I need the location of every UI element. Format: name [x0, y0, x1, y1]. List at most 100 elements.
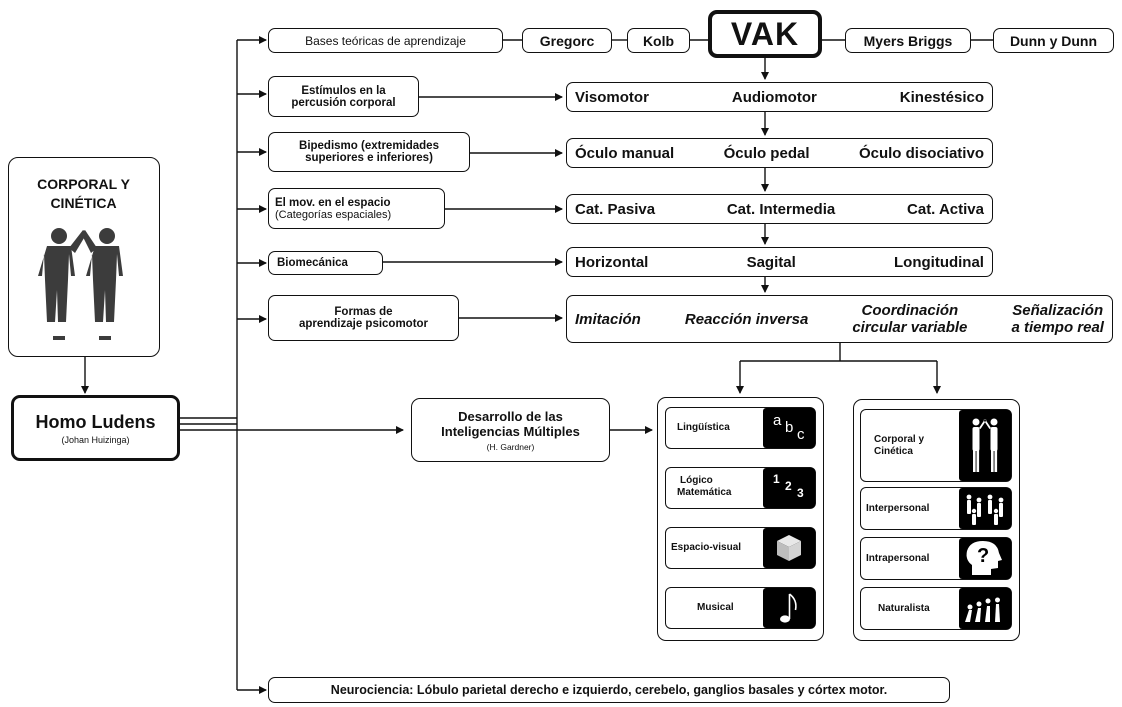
interpersonal-item: Interpersonal [860, 487, 1012, 530]
senalizacion-group: Señalización a tiempo real [1011, 302, 1104, 336]
bases-teoricas-box: Bases teóricas de aprendizaje [268, 28, 503, 53]
audiomotor-label: Audiomotor [731, 88, 817, 106]
coordinacion-line2: circular variable [852, 319, 968, 336]
logico-item: Lógico Matemática 1 2 3 [665, 467, 816, 509]
estimulos-line2: percusión corporal [291, 96, 396, 109]
abc-c: c [797, 426, 805, 443]
formas-box: Formas de aprendizaje psicomotor [268, 295, 459, 341]
myers-briggs-label: Myers Briggs [863, 32, 953, 49]
formas-line2: aprendizaje psicomotor [298, 318, 429, 330]
cube-icon [763, 528, 815, 568]
row-mov-espacio-output: Cat. Pasiva Cat. Intermedia Cat. Activa [566, 194, 993, 224]
gardner-line2: Inteligencias Múltiples [441, 423, 580, 439]
linguistica-item: Lingüística a b c [665, 407, 816, 449]
intrapersonal-item: Intrapersonal ? [860, 537, 1012, 580]
abc-a: a [773, 412, 782, 429]
cat-activa-label: Cat. Activa [907, 200, 984, 218]
oculo-pedal-label: Óculo pedal [723, 144, 810, 162]
biomecanica-box: Biomecánica [268, 251, 383, 275]
corporal-panel-title-line2: CINÉTICA [50, 195, 117, 211]
homo-ludens-box: Homo Ludens (Johan Huizinga) [11, 395, 180, 461]
bipedismo-line2: superiores e inferiores) [305, 152, 433, 164]
linguistica-label: Lingüística [677, 422, 730, 433]
cat-intermedia-label: Cat. Intermedia [726, 200, 836, 218]
kinestesico-label: Kinestésico [899, 88, 984, 106]
bipedismo-line1: Bipedismo (extremidades [299, 140, 439, 152]
gardner-line1: Desarrollo de las [458, 408, 563, 424]
sagital-label: Sagital [746, 253, 796, 271]
row-formas-output: Imitación Reacción inversa Coordinación … [566, 295, 1113, 343]
mov-espacio-line2: (Categorías espaciales) [275, 208, 392, 221]
dunn-label: Dunn y Dunn [1009, 32, 1098, 49]
intelligences-right-panel: Corporal y Cinética Interpersonal [853, 399, 1020, 641]
corporal-item-line1: Corporal y [874, 434, 925, 445]
formas-line1: Formas de [334, 306, 393, 318]
question-mark: ? [977, 545, 990, 567]
senalizacion-line2: a tiempo real [1011, 319, 1104, 336]
abc-b: b [785, 419, 794, 436]
intrapersonal-label: Intrapersonal [866, 553, 930, 564]
gregorc-box: Gregorc [522, 28, 612, 53]
oculo-manual-label: Óculo manual [575, 144, 675, 162]
kolb-box: Kolb [627, 28, 690, 53]
horizontal-label: Horizontal [575, 253, 649, 271]
vak-box: VAK [708, 10, 822, 58]
naturalista-label: Naturalista [878, 603, 930, 614]
num-2: 2 [785, 479, 792, 493]
num-1: 1 [773, 472, 780, 486]
interpersonal-label: Interpersonal [866, 503, 930, 514]
corporal-cinetica-panel: CORPORAL Y CINÉTICA [8, 157, 160, 357]
gardner-author: (H. Gardner) [486, 441, 535, 452]
mov-espacio-box: El mov. en el espacio (Categorías espaci… [268, 188, 445, 229]
musical-item: Musical [665, 587, 816, 629]
numbers-icon: 1 2 3 [763, 468, 815, 508]
homo-ludens-subtitle: (Johan Huizinga) [61, 434, 130, 445]
myers-briggs-box: Myers Briggs [845, 28, 971, 53]
row-biomecanica-output: Horizontal Sagital Longitudinal [566, 247, 993, 277]
abc-icon: a b c [763, 408, 815, 448]
naturalista-item: Naturalista [860, 587, 1012, 630]
mov-espacio-line1: El mov. en el espacio [275, 196, 391, 209]
row-bipedismo-output: Óculo manual Óculo pedal Óculo disociati… [566, 138, 993, 168]
coordinacion-line1: Coordinación [861, 302, 959, 319]
neurociencia-label: Neurociencia: Lóbulo parietal derecho e … [330, 683, 888, 697]
estimulos-box: Estímulos en la percusión corporal [268, 76, 419, 117]
corporal-panel-title-line1: CORPORAL Y [37, 176, 130, 192]
music-note-icon [763, 588, 815, 628]
espacio-visual-item: Espacio-visual [665, 527, 816, 569]
group-people-icon [959, 488, 1011, 529]
homo-ludens-title: Homo Ludens [35, 411, 156, 432]
corporal-item-line2: Cinética [874, 446, 913, 457]
neurociencia-box: Neurociencia: Lóbulo parietal derecho e … [268, 677, 950, 703]
logico-line1: Lógico [680, 475, 713, 486]
coordinacion-group: Coordinación circular variable [852, 302, 967, 336]
oculo-disociativo-label: Óculo disociativo [858, 144, 984, 162]
intelligences-left-panel: Lingüística a b c Lógico Matemática 1 2 … [657, 397, 824, 641]
row-estimulos-output: Visomotor Audiomotor Kinestésico [566, 82, 993, 112]
biomecanica-label: Biomecánica [277, 257, 348, 269]
reaccion-inversa-label: Reacción inversa [684, 310, 809, 328]
bipedismo-box: Bipedismo (extremidades superiores e inf… [268, 132, 470, 172]
head-question-icon: ? [959, 538, 1011, 579]
evolution-icon [959, 588, 1011, 629]
gregorc-label: Gregorc [539, 32, 595, 49]
senalizacion-line1: Señalización [1012, 302, 1104, 319]
musical-label: Musical [697, 602, 734, 613]
kolb-label: Kolb [642, 32, 675, 49]
gardner-box: Desarrollo de las Inteligencias Múltiple… [411, 398, 610, 462]
two-people-high-five-icon [38, 228, 123, 340]
espacio-visual-label: Espacio-visual [671, 542, 742, 553]
corporal-cinetica-item: Corporal y Cinética [860, 409, 1012, 482]
imitacion-label: Imitación [575, 310, 641, 328]
longitudinal-label: Longitudinal [894, 253, 984, 271]
cat-pasiva-label: Cat. Pasiva [575, 200, 656, 218]
num-3: 3 [797, 486, 804, 500]
people-high-five-icon [959, 410, 1011, 481]
estimulos-line1: Estímulos en la [301, 84, 386, 97]
bases-teoricas-label: Bases teóricas de aprendizaje [305, 33, 466, 48]
dunn-box: Dunn y Dunn [993, 28, 1114, 53]
logico-line2: Matemática [677, 487, 732, 498]
vak-label: VAK [730, 15, 800, 52]
visomotor-label: Visomotor [575, 88, 649, 106]
